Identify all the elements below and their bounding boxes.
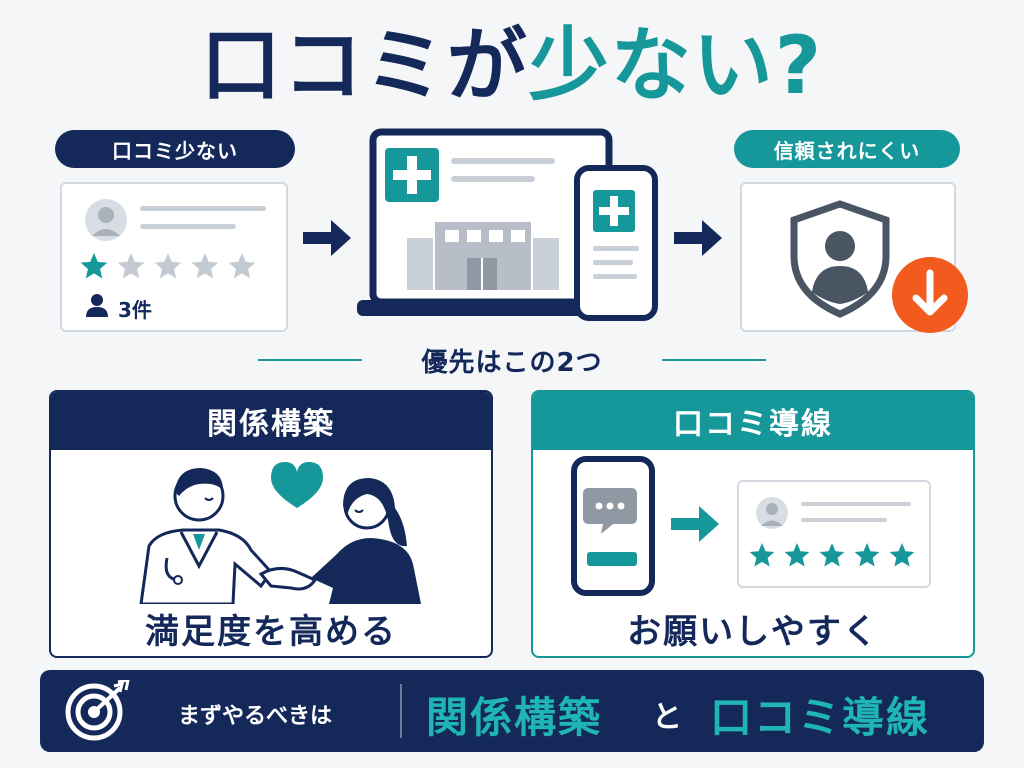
title-part-2: 少ない? — [528, 19, 824, 112]
arrow-down-icon — [892, 257, 968, 333]
arrow-right-icon — [674, 220, 722, 256]
star-empty-icon — [228, 253, 256, 279]
relationship-panel: 関係構築 満足度を高める — [49, 390, 493, 658]
conclusion-item-2: 口コミ導線 — [710, 693, 931, 742]
review-flow-panel-caption: お願いしやすく — [627, 612, 879, 652]
priority-heading: 優先はこの2つ — [421, 348, 603, 378]
review-flow-panel: 口コミ導線 お願いしやすく — [531, 390, 975, 658]
title-part-1: 口コミが — [200, 19, 529, 112]
star-filled-icon — [889, 543, 915, 567]
text-placeholder-line — [801, 502, 911, 506]
conclusion-item-1: 関係構築 — [426, 693, 603, 742]
star-empty-icon — [117, 253, 145, 279]
text-placeholder-line — [140, 206, 266, 211]
conclusion-bar: まずやるべきは 関係構築 と 口コミ導線 — [40, 670, 984, 752]
review-card: 3件 — [60, 182, 288, 332]
star-filled-icon — [819, 543, 845, 567]
person-icon — [86, 294, 108, 317]
rating-stars — [80, 252, 256, 284]
star-empty-icon — [191, 253, 219, 279]
conclusion-lead: まずやるべきは — [178, 704, 333, 729]
star-filled-icon — [854, 543, 880, 567]
review-count: 3件 — [118, 298, 152, 322]
footer-divider — [400, 684, 402, 738]
conclusion-connector: と — [652, 700, 682, 735]
arrow-right-icon — [303, 220, 351, 256]
trust-card — [740, 182, 956, 332]
few-reviews-label: 口コミ少ない — [55, 130, 295, 168]
heading-divider-right — [662, 359, 766, 361]
positive-review-card — [737, 480, 931, 588]
relationship-panel-caption: 満足度を高める — [145, 612, 397, 652]
doctor-patient-handshake-illustration — [139, 462, 421, 604]
arrow-right-icon — [671, 506, 719, 542]
avatar-icon — [85, 199, 127, 241]
star-filled-icon — [80, 253, 108, 279]
avatar-icon — [756, 497, 788, 529]
low-trust-label: 信頼されにくい — [734, 130, 960, 168]
star-empty-icon — [154, 253, 182, 279]
text-placeholder-line — [140, 224, 236, 229]
smartphone-chat-icon — [571, 456, 655, 596]
shield-user-icon — [790, 200, 890, 318]
relationship-panel-heading: 関係構築 — [51, 392, 491, 450]
rating-stars-full — [749, 542, 915, 572]
page-title: 口コミが少ない? — [0, 18, 1024, 114]
target-icon — [65, 680, 130, 741]
laptop-phone-illustration — [357, 128, 658, 321]
heading-divider-left — [258, 359, 362, 361]
star-filled-icon — [784, 543, 810, 567]
star-filled-icon — [749, 543, 775, 567]
text-placeholder-line — [801, 518, 887, 522]
review-flow-panel-heading: 口コミ導線 — [533, 392, 973, 450]
